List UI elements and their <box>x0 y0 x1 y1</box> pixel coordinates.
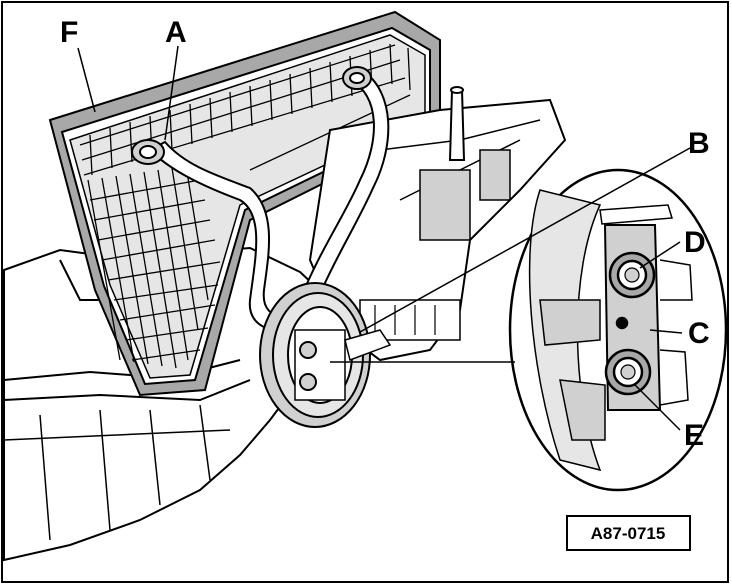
leader-a <box>164 45 179 141</box>
callout-e: E <box>684 419 704 452</box>
leader-e <box>634 384 681 431</box>
evaporator-core <box>69 34 426 379</box>
leader-lines <box>77 45 691 431</box>
figure-reference: A87-0715 <box>591 524 666 543</box>
leader-d <box>639 241 681 269</box>
leader-f <box>77 47 96 113</box>
callout-f: F <box>60 16 78 49</box>
figure-reference-box <box>566 515 691 551</box>
mounting-peg <box>448 86 466 161</box>
callout-d: D <box>684 226 706 259</box>
expansion-valve-assembly <box>259 282 392 428</box>
callout-a: A <box>165 16 187 49</box>
leader-b <box>359 147 691 333</box>
callout-b: B <box>688 127 710 160</box>
detail-magnifier <box>508 168 728 492</box>
callout-c: C <box>688 317 710 350</box>
leader-c <box>649 329 683 334</box>
